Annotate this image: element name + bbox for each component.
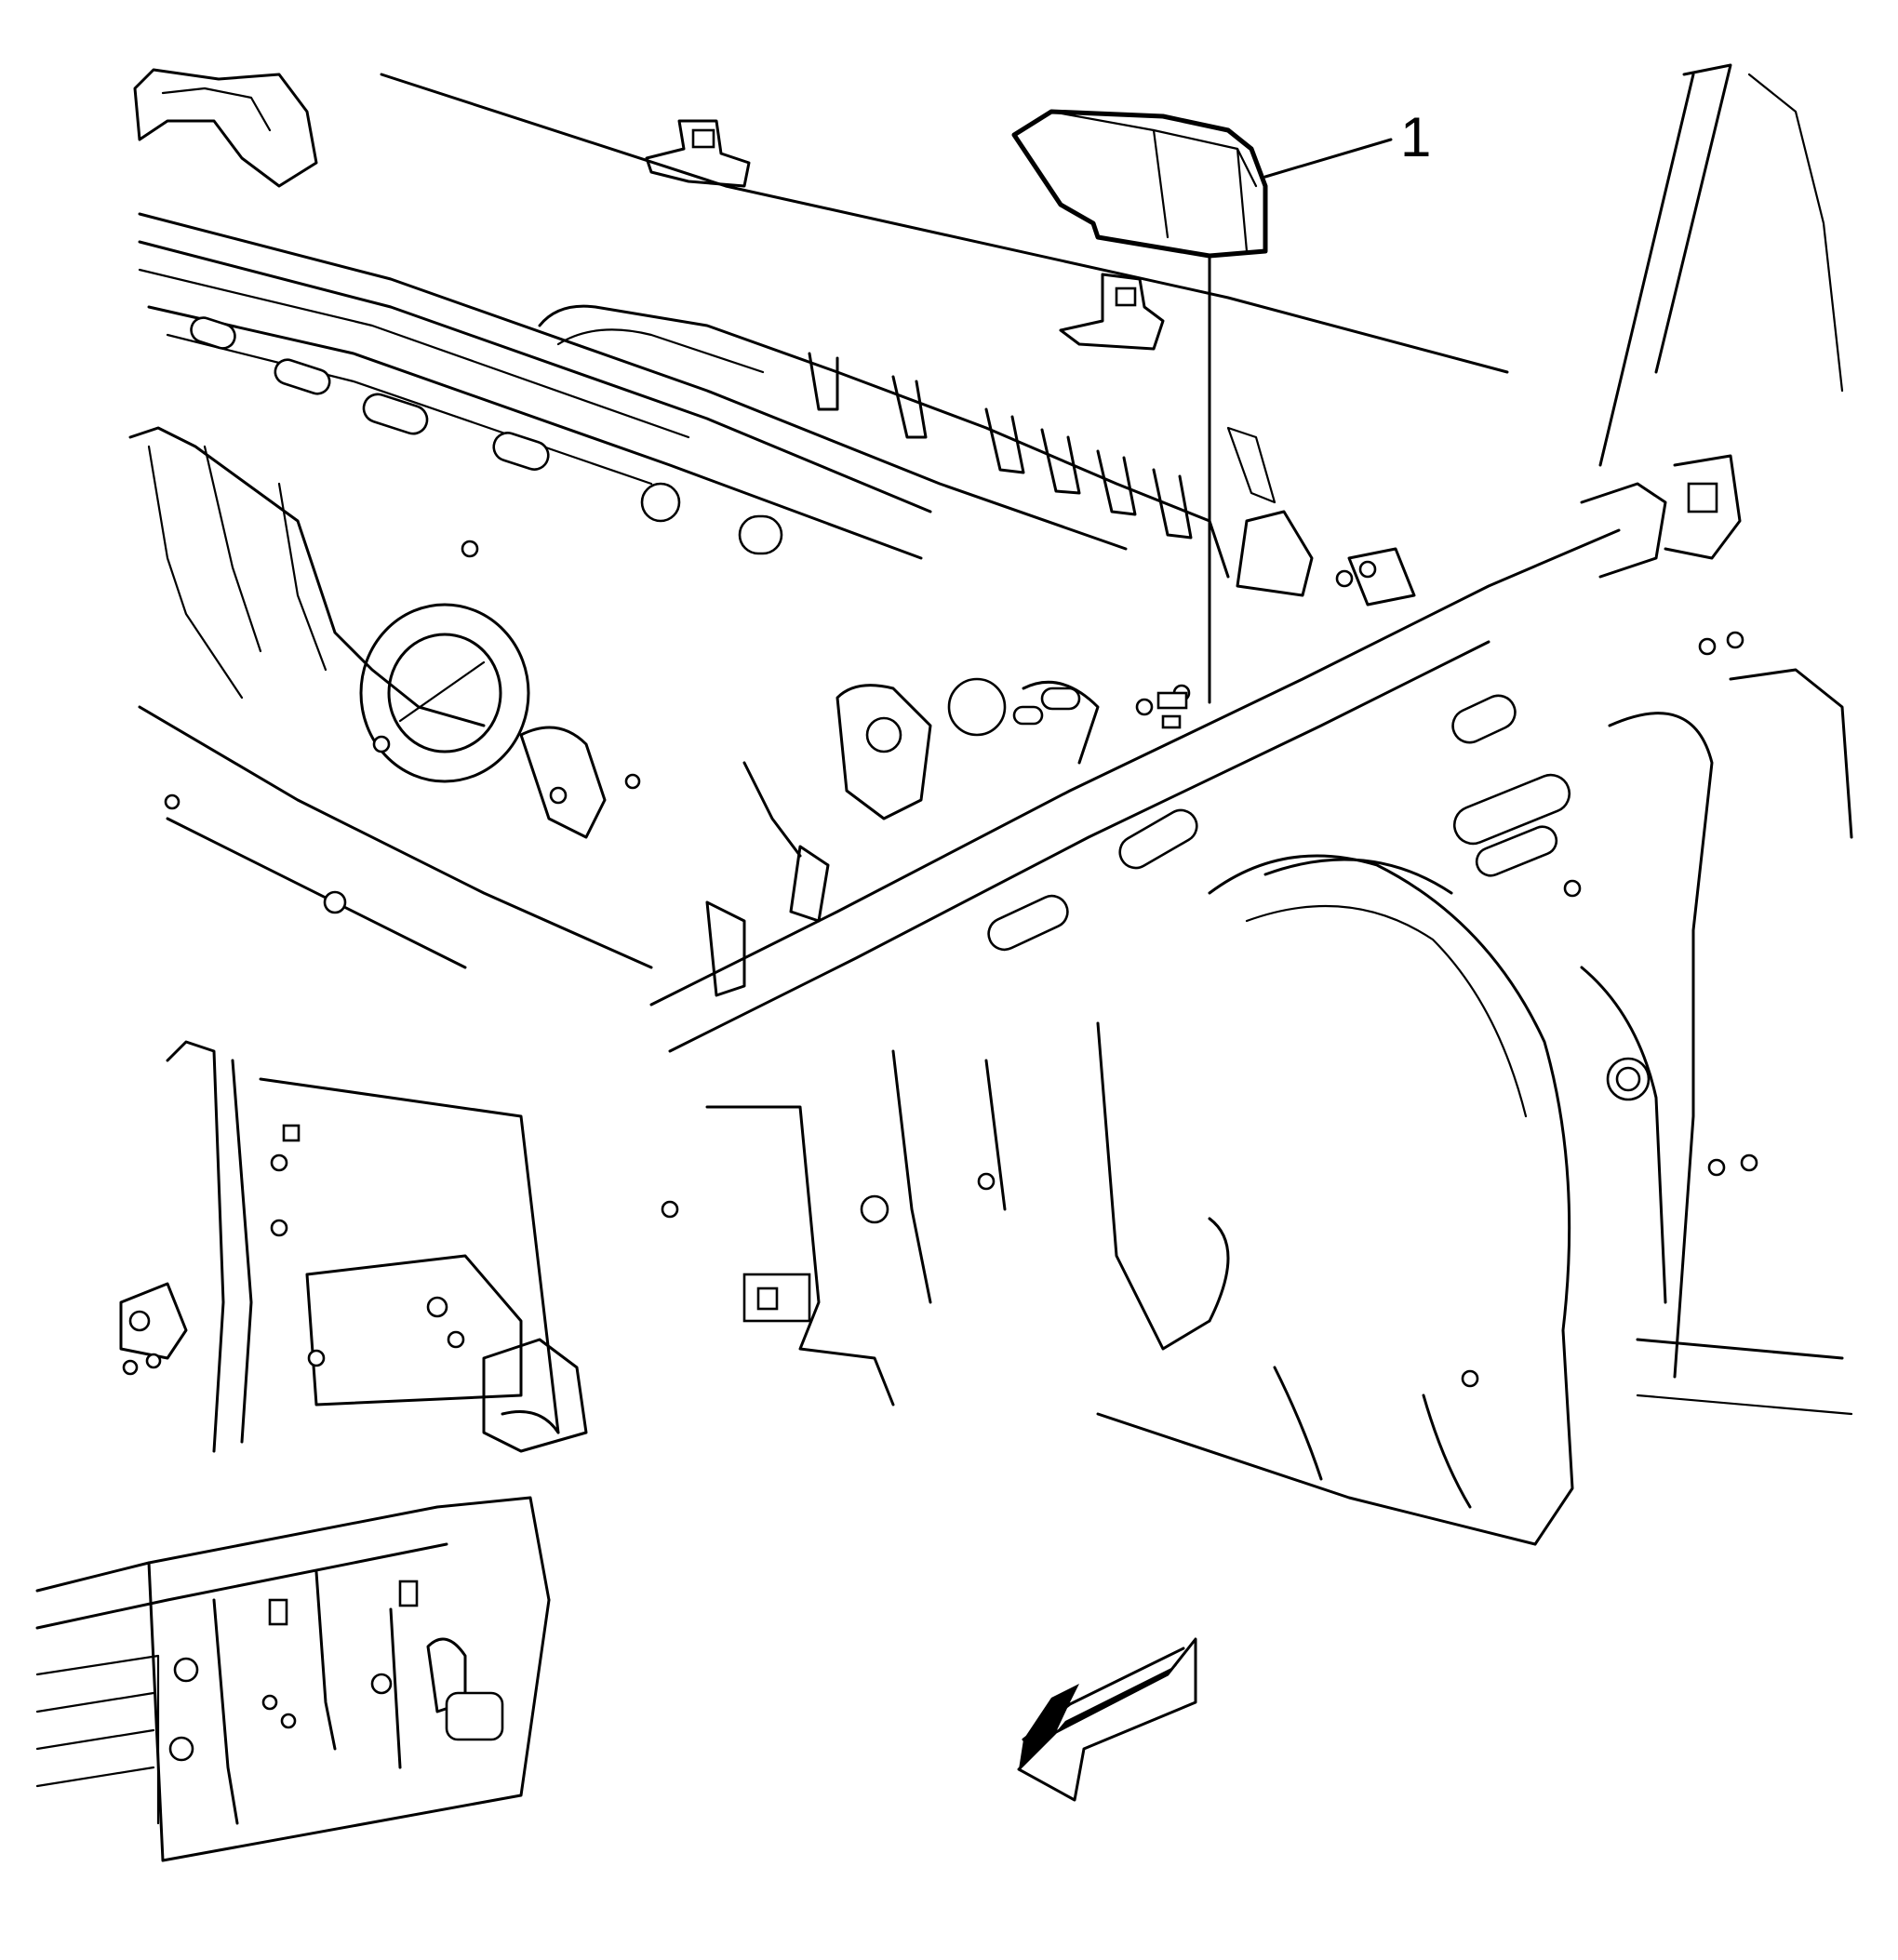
part-1-insulator-bracket [1011, 109, 1268, 259]
front-direction-arrow-icon [1017, 1637, 1197, 1802]
upper-rail [649, 63, 1844, 1053]
lower-front-rail [119, 1040, 588, 1453]
dash-panel-ribs [538, 304, 1276, 579]
lower-skirt [661, 1021, 1230, 1407]
hinge-pillar-brackets [1236, 454, 1742, 607]
callout-1-label: 1 [1400, 106, 1431, 168]
right-wheel-arch [1096, 631, 1853, 1546]
left-strut-tower [128, 426, 653, 969]
front-bumper-beam [35, 1496, 551, 1862]
cowl-plenum-panel [133, 68, 1509, 560]
center-gussets [705, 677, 1188, 997]
callout-1-leader [1263, 138, 1393, 179]
